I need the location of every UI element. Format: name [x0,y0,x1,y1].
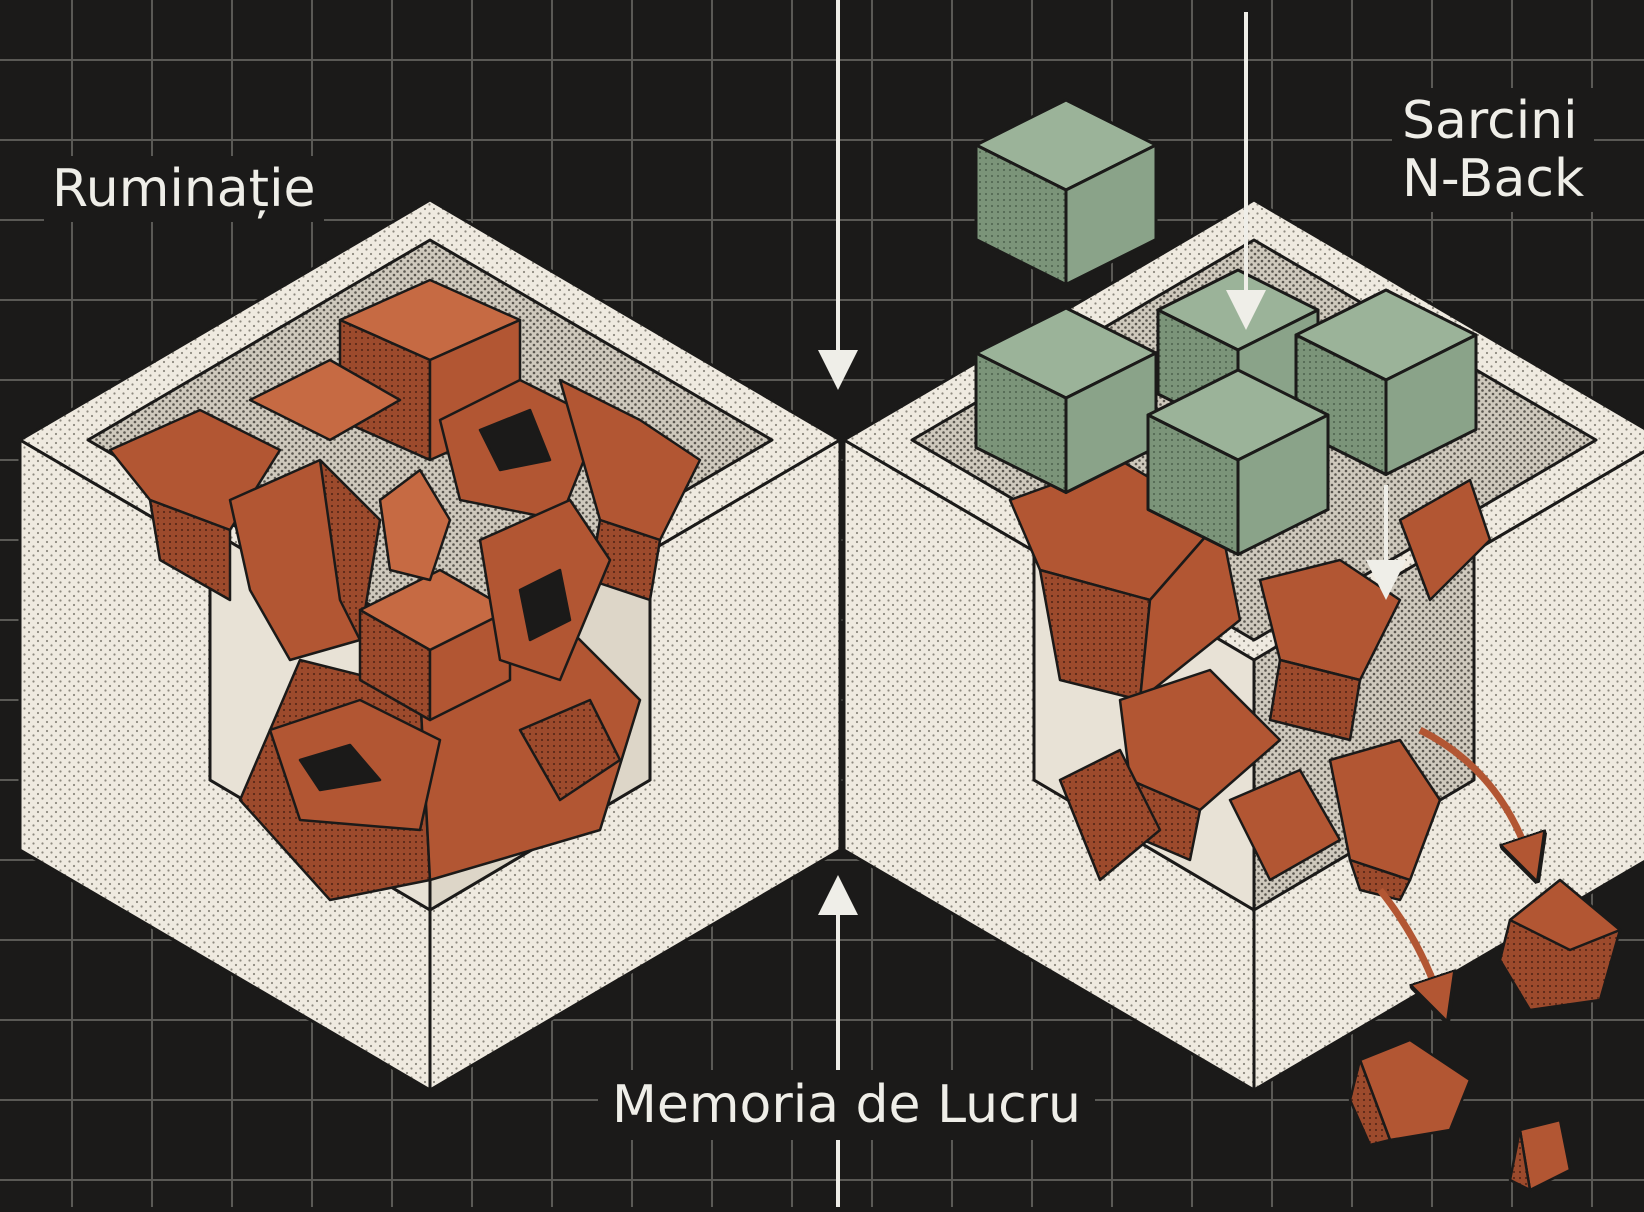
overflow-arrow-1 [1418,726,1530,860]
label-n-back-line1: Sarcini [1402,91,1578,151]
arrows [818,0,1530,1207]
displaced-rumination-blocks [1008,458,1622,1192]
n-back-cubes [974,98,1478,556]
rumination-blocks [108,278,702,902]
green-cube [1146,368,1330,556]
green-cube [974,306,1158,494]
green-cube [974,98,1158,286]
label-working-memory: Memoria de Lucru [598,1070,1096,1141]
label-rumination: Ruminație [44,156,324,223]
label-n-back-line2: N-Back [1402,149,1585,210]
label-n-back-tasks: Sarcini N-Back [1392,88,1595,213]
overflow-arrow-2 [1377,887,1440,1000]
